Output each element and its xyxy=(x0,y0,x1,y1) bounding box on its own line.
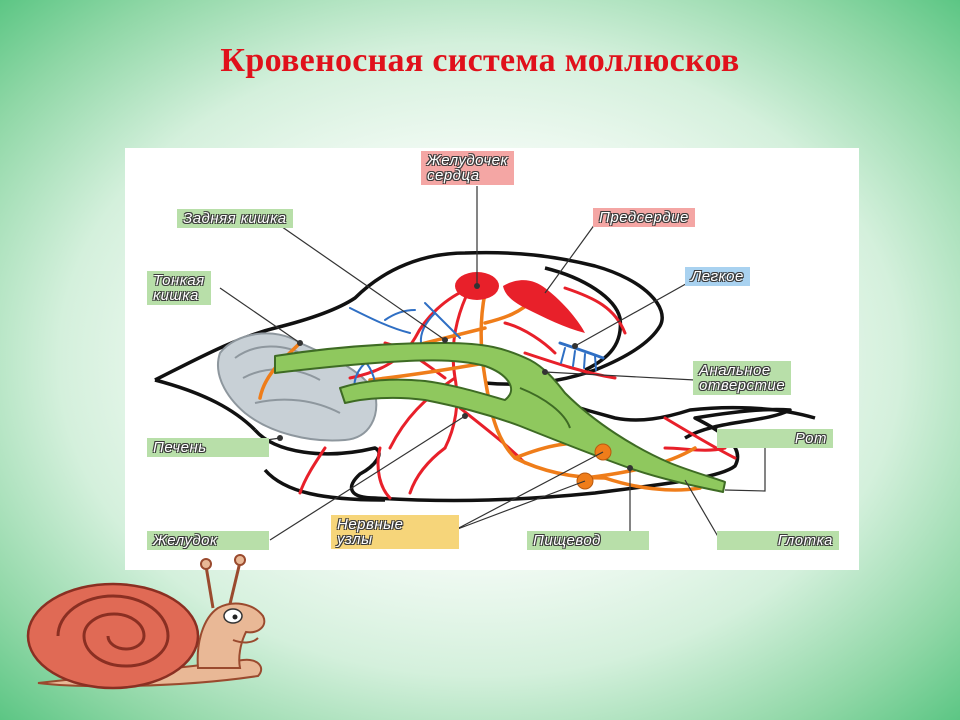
pointer-lines xyxy=(219,186,780,541)
label-small-intestine: Тонкая кишка xyxy=(147,271,211,305)
label-liver: Печень xyxy=(147,438,269,457)
label-hindgut: Задняя кишка xyxy=(177,209,293,228)
page-title: Кровеносная система моллюсков xyxy=(220,42,740,79)
pointer-dots xyxy=(277,283,633,471)
snail-illustration xyxy=(26,554,266,690)
label-anal-opening: Анальное отверстие xyxy=(693,361,792,395)
label-lung: Легкое xyxy=(685,267,750,286)
mollusk-anatomy-diagram xyxy=(154,186,816,541)
label-mouth: Рот xyxy=(717,429,833,448)
diagram-panel: Желудочек сердца Предсердие Легкое Задня… xyxy=(125,148,859,570)
label-heart-ventricle: Желудочек сердца xyxy=(421,151,515,185)
label-esophagus: Пищевод xyxy=(527,531,649,550)
label-stomach: Желудок xyxy=(147,531,269,550)
digestive-tract xyxy=(274,342,726,493)
label-nerve-ganglia: Нервные узлы xyxy=(331,515,459,549)
label-atrium: Предсердие xyxy=(593,208,695,227)
label-pharynx: Глотка xyxy=(717,531,839,550)
heart xyxy=(455,272,585,333)
